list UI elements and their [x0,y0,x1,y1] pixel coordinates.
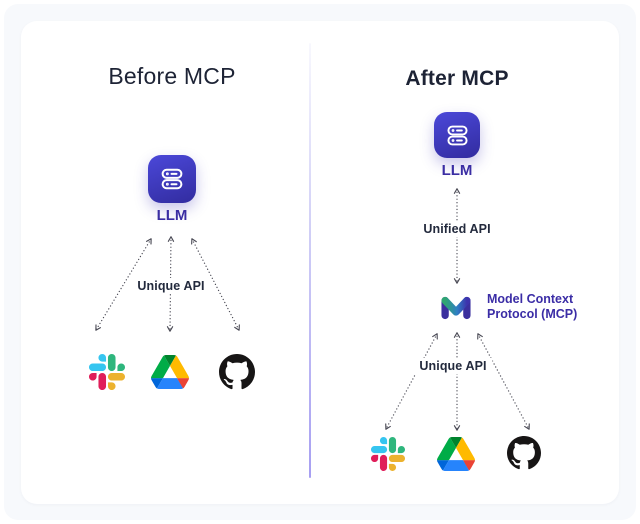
llm-label: LLM [441,162,473,179]
google-drive-icon [151,355,189,389]
slack-icon [89,354,125,390]
after-arrows [385,332,530,431]
server-stack-icon [446,125,468,145]
server-stack-icon [161,168,183,190]
llm-label: LLM [156,207,188,224]
unique-api-label: Unique API [131,278,211,294]
github-icon [219,354,255,390]
mcp-node: Model Context Protocol (MCP) [439,290,583,323]
unified-api-label: Unified API [417,221,497,237]
unique-api-label: Unique API [413,358,493,374]
google-drive-icon [437,437,475,471]
mcp-logo-icon [441,296,471,320]
llm-icon [434,112,480,158]
github-icon [507,436,541,470]
before-mcp-title: Before MCP [108,63,236,89]
after-mcp-title: After MCP [405,67,509,90]
slack-icon [371,437,405,471]
mcp-label: Model Context Protocol (MCP) [487,292,578,321]
llm-icon [148,155,196,203]
panel-divider [309,43,311,478]
